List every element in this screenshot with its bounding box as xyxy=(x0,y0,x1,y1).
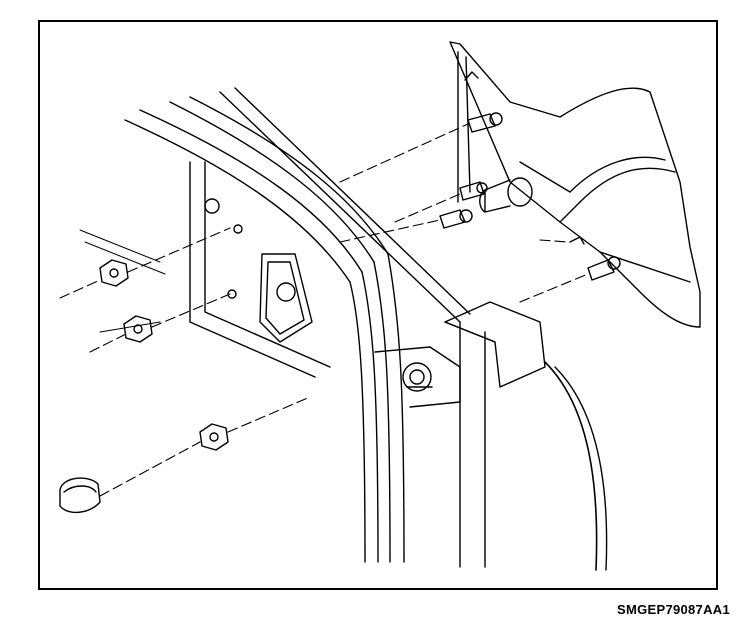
frame-gap xyxy=(280,22,410,23)
door-frame xyxy=(124,87,608,571)
mirror-installation-diagram xyxy=(59,41,701,571)
left-frame-lines xyxy=(79,229,166,333)
fasteners xyxy=(59,112,621,513)
mirror-assembly xyxy=(449,41,701,328)
leader-lines xyxy=(59,123,589,497)
figure-code: SMGEP79087AA1 xyxy=(616,602,730,617)
trim-recess xyxy=(204,198,313,343)
diagram-frame xyxy=(38,20,718,590)
mirror-bracket xyxy=(374,301,546,408)
